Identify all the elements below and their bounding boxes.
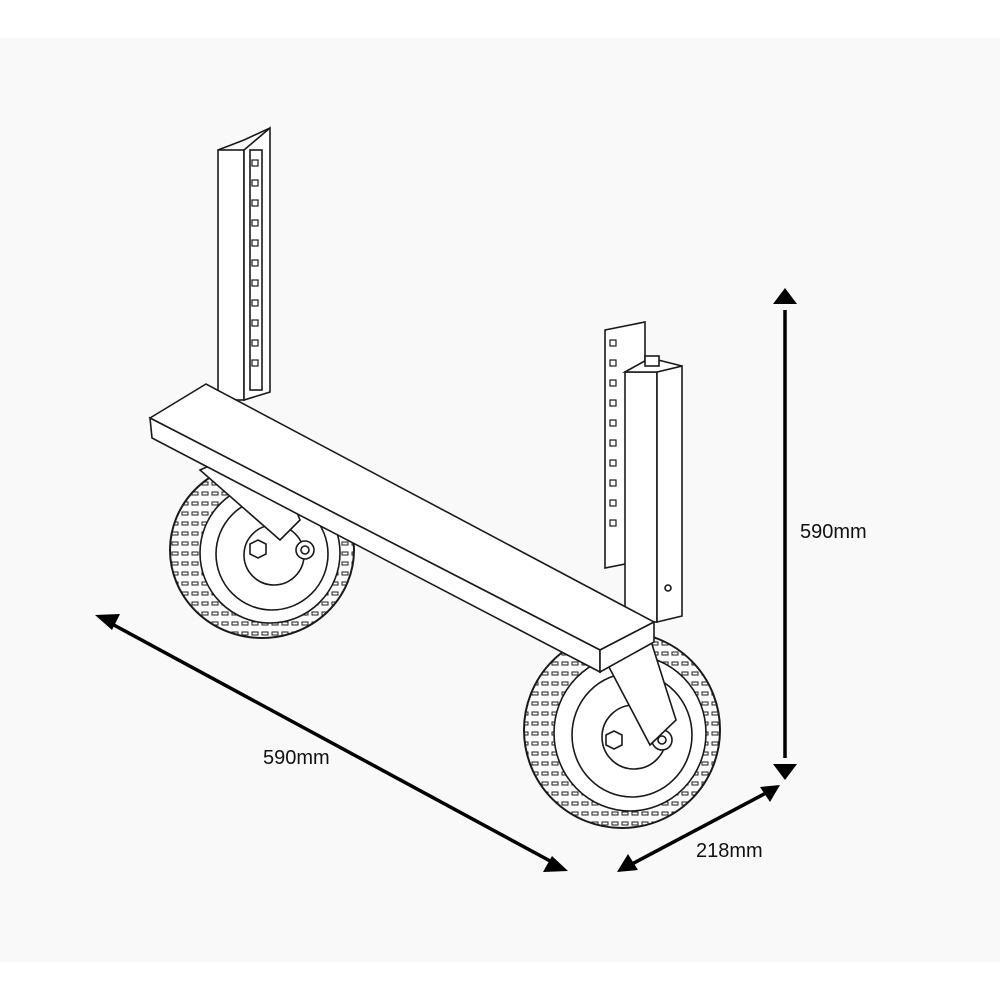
height-dimension-label: 590mm [800,521,867,543]
depth-dimension-label: 218mm [696,840,763,862]
dimension-arrows [95,288,797,872]
drawing-area [0,38,1000,962]
right-upright-post [604,321,683,624]
right-wheel [523,631,721,829]
width-arrow [111,622,553,864]
left-upright-post [217,126,271,402]
width-dimension-label: 590mm [263,747,330,769]
depth-arrow [631,791,767,866]
base-beam [148,383,656,674]
